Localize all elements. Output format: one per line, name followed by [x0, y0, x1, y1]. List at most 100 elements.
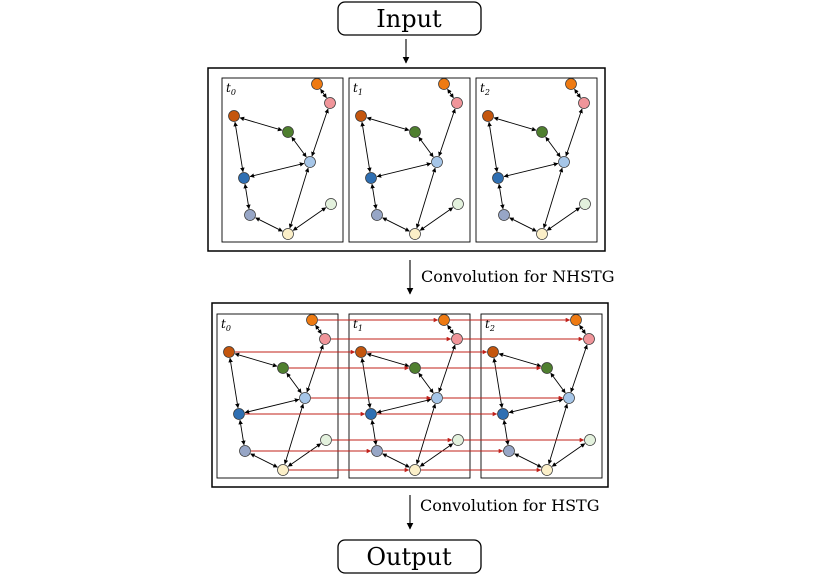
node-pale-green [325, 198, 337, 210]
edge-orange-pink [447, 324, 454, 335]
time-subscript: 2 [489, 324, 495, 333]
time-label: t2 [485, 317, 495, 333]
edge-green-brown [234, 352, 278, 368]
node-brown [223, 346, 235, 358]
node-brown [228, 110, 240, 122]
time-label: t1 [353, 81, 363, 97]
edge-green-brown [366, 116, 410, 132]
time-label: t1 [353, 317, 363, 333]
panel-frame [348, 77, 471, 243]
edge-gray_blue-cream [382, 453, 410, 468]
time-panel-1: t1 [348, 77, 471, 243]
edge-blue-gray_blue [370, 419, 378, 446]
edge-light_blue-green [286, 372, 302, 394]
step-label-nhstg: Convolution for NHSTG [421, 267, 615, 286]
edge-green-brown [493, 116, 537, 132]
input-node: Input [337, 1, 482, 36]
edge-brown-blue [228, 357, 240, 409]
node-light-blue [431, 156, 443, 168]
edge-gray_blue-cream [514, 453, 542, 468]
time-panel-0: t0 [221, 77, 344, 243]
edge-gray_blue-cream [255, 217, 283, 232]
hstg-panels: t0 t1 t2 [216, 313, 603, 479]
time-panel-2: t2 [475, 77, 598, 243]
edge-brown-blue [487, 121, 499, 173]
node-blue [233, 408, 245, 420]
panel-frame [221, 77, 344, 243]
edge-brown-blue [492, 357, 504, 409]
node-pink [451, 333, 463, 345]
time-panel-0: t0 [216, 313, 339, 479]
edge-orange-pink [315, 324, 322, 335]
panel-frame [475, 77, 598, 243]
edge-cream-pale_green [287, 443, 322, 467]
time-label: t0 [226, 81, 236, 97]
node-pale-green [320, 434, 332, 446]
time-subscript: 1 [358, 324, 363, 333]
node-pink [319, 333, 331, 345]
node-gray-blue [371, 445, 383, 457]
edge-cream-pale_green [292, 207, 327, 231]
edge-gray_blue-cream [250, 453, 278, 468]
edge-pink-light_blue [311, 108, 329, 157]
node-pale-green [452, 198, 464, 210]
edge-blue-gray_blue [502, 419, 510, 446]
node-pink [578, 97, 590, 109]
edge-blue-gray_blue [497, 183, 505, 210]
edge-blue-gray_blue [370, 183, 378, 210]
node-pale-green [452, 434, 464, 446]
time-label: t0 [221, 317, 231, 333]
node-cream [541, 464, 553, 476]
edge-orange-pink [320, 88, 327, 99]
time-subscript: 1 [358, 88, 363, 97]
output-node: Output [337, 539, 482, 574]
node-blue [497, 408, 509, 420]
node-green [409, 126, 421, 138]
edge-cream-pale_green [546, 207, 581, 231]
edge-pink-light_blue [306, 344, 324, 393]
node-brown [355, 346, 367, 358]
edge-green-brown [498, 352, 542, 368]
edge-blue-gray_blue [238, 419, 246, 446]
node-green [282, 126, 294, 138]
node-brown [482, 110, 494, 122]
node-green [536, 126, 548, 138]
edge-light_blue-blue [244, 398, 300, 414]
edge-blue-gray_blue [243, 183, 251, 210]
node-gray-blue [244, 209, 256, 221]
node-blue [365, 172, 377, 184]
panel-frame [216, 313, 339, 479]
node-light-blue [563, 392, 575, 404]
node-pale-green [579, 198, 591, 210]
edge-light_blue-green [418, 136, 434, 158]
edge-gray_blue-cream [509, 217, 537, 232]
edge-brown-blue [233, 121, 245, 173]
edge-light_blue-blue [508, 398, 564, 414]
panel-frame [348, 313, 471, 479]
node-cream [282, 228, 294, 240]
node-brown [487, 346, 499, 358]
node-orange [570, 314, 582, 326]
node-light-blue [558, 156, 570, 168]
time-subscript: 0 [231, 88, 236, 97]
edge-brown-blue [360, 121, 372, 173]
node-orange [311, 78, 323, 90]
edge-light_blue-blue [376, 162, 432, 178]
temporal-edges [235, 317, 585, 473]
node-gray-blue [371, 209, 383, 221]
node-cream [536, 228, 548, 240]
node-blue [238, 172, 250, 184]
node-cream [409, 464, 421, 476]
edge-green-brown [239, 116, 283, 132]
edge-pink-light_blue [570, 344, 588, 393]
edge-light_blue-blue [249, 162, 305, 178]
nhstg-panels: t0 t1 t2 [221, 77, 598, 243]
node-light-blue [299, 392, 311, 404]
edge-orange-pink [574, 88, 581, 99]
edge-orange-pink [447, 88, 454, 99]
node-green [409, 362, 421, 374]
node-cream [409, 228, 421, 240]
node-orange [306, 314, 318, 326]
node-gray-blue [503, 445, 515, 457]
node-orange [438, 314, 450, 326]
